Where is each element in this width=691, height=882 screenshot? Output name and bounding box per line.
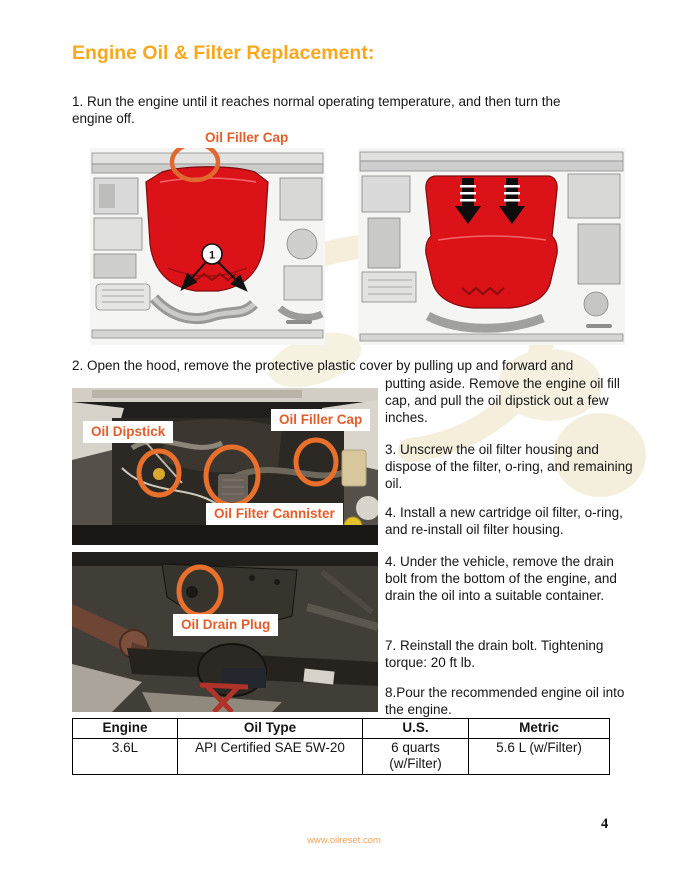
- engine-cover-pull-direction-diagram: [358, 148, 625, 345]
- red-engine-cover: [145, 166, 269, 292]
- col-header-oil-type: Oil Type: [177, 718, 363, 739]
- oil-drain-plug-label: Oil Drain Plug: [173, 614, 279, 636]
- filler-cap-highlight-circle-icon: [293, 437, 339, 487]
- pull-direction-arrow-left-icon: [455, 178, 481, 224]
- engine-bay-photo: Oil Dipstick Oil Filler Cap Oil Filter C…: [72, 388, 378, 545]
- callout-1-circle: [201, 243, 223, 265]
- oil-filter-cannister-label: Oil Filter Cannister: [206, 503, 343, 525]
- page-number: 4: [601, 816, 609, 832]
- table-header-row: Engine Oil Type U.S. Metric: [72, 718, 610, 739]
- col-header-metric: Metric: [468, 718, 610, 739]
- dipstick-highlight-circle-icon: [136, 448, 182, 498]
- cell-oil-type: API Certified SAE 5W-20: [177, 737, 363, 775]
- cell-engine: 3.6L: [72, 737, 178, 775]
- footer-website-link[interactable]: www.oilreset.com: [307, 835, 381, 846]
- step-4-filter-text: 4. Install a new cartridge oil filter, o…: [385, 505, 623, 537]
- step-4-drain-text: 4. Under the vehicle, remove the drain b…: [385, 554, 617, 603]
- cell-metric-quantity: 5.6 L (w/Filter): [468, 737, 610, 775]
- step-3-text: 3. Unscrew the oil filter housing and di…: [385, 442, 633, 491]
- callout-arrow-left: [180, 261, 207, 291]
- col-header-us: U.S.: [362, 718, 469, 739]
- callout-1-number: 1: [209, 250, 215, 262]
- step-7-text: 7. Reinstall the drain bolt. Tightening …: [385, 638, 604, 670]
- callout-arrow-right: [217, 261, 248, 292]
- step-2-intro-text: 2. Open the hood, remove the protective …: [72, 358, 574, 373]
- step-8-text: 8.Pour the recommended engine oil into t…: [385, 685, 625, 717]
- under-vehicle-photo: Oil Drain Plug: [72, 552, 378, 712]
- oil-dipstick-label: Oil Dipstick: [83, 421, 174, 443]
- pull-direction-arrow-right-icon: [499, 178, 525, 224]
- step-1-text: 1. Run the engine until it reaches norma…: [72, 94, 561, 126]
- oil-capacity-table: Engine Oil Type U.S. Metric 3.6L API Cer…: [72, 718, 610, 775]
- step-2-continued-text: putting aside. Remove the engine oil fil…: [385, 376, 620, 425]
- diagram-oil-filler-cap-label: Oil Filler Cap: [205, 130, 289, 145]
- oil-filler-cap-highlight-circle-icon: [169, 148, 221, 183]
- oil-filler-cap-label: Oil Filler Cap: [271, 409, 371, 431]
- page-title: Engine Oil & Filter Replacement:: [72, 42, 375, 64]
- table-row: 3.6L API Certified SAE 5W-20 6 quarts (w…: [72, 737, 610, 775]
- engine-cover-removal-diagram: 1: [90, 148, 325, 345]
- cell-us-quantity: 6 quarts (w/Filter): [362, 737, 469, 775]
- col-header-engine: Engine: [72, 718, 178, 739]
